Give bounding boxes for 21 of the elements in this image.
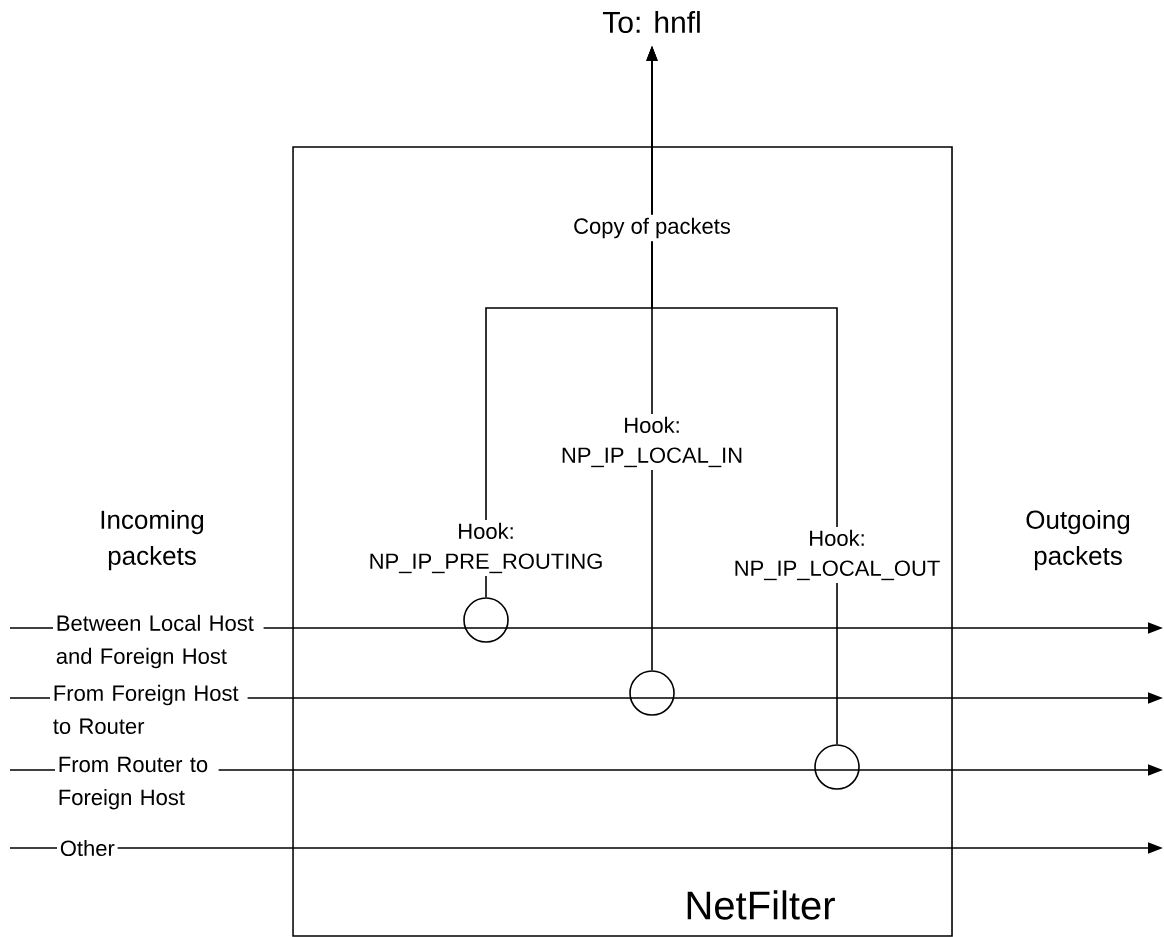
line — [651, 469, 653, 671]
direction-label: Outgoing packets — [1026, 509, 1130, 571]
hook-label: Hook: NP_IP_LOCAL_IN — [562, 416, 742, 468]
hook-label: Hook: NP_IP_LOCAL_OUT — [735, 529, 940, 581]
packet-type-label: Other — [60, 839, 115, 857]
hook-circle — [629, 670, 675, 716]
direction-label: Incoming packets — [101, 509, 204, 571]
line — [485, 575, 487, 598]
line — [9, 847, 58, 849]
line — [9, 697, 51, 699]
line — [9, 769, 56, 771]
packet-type-label: Between Local Host and Foreign Host — [56, 614, 254, 669]
packet-type-label: From Router to Foreign Host — [59, 756, 208, 810]
hook-circle — [463, 597, 509, 643]
destination-label: To: hnfl — [602, 11, 700, 33]
hook-circle — [814, 744, 860, 790]
hook-label: Hook: NP_IP_PRE_ROUTING — [370, 522, 602, 574]
line — [836, 582, 838, 745]
edge-label: Copy of packets — [570, 214, 734, 242]
line — [9, 627, 54, 629]
packet-type-label: From Foreign Host to Router — [53, 684, 239, 734]
